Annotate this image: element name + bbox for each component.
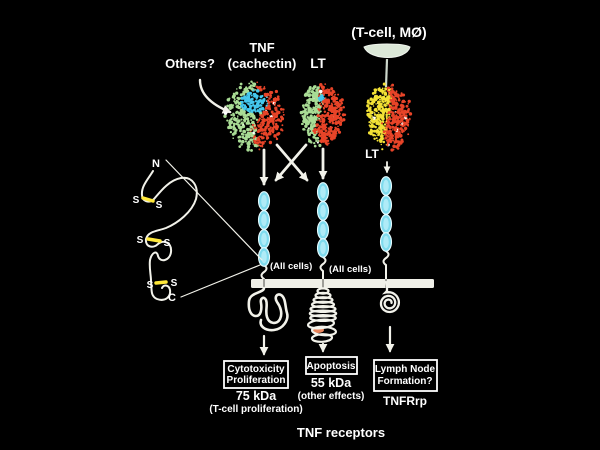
- s-label-2: S: [156, 200, 163, 211]
- zoom-callout-lines: [165, 159, 263, 298]
- receptor3-intracellular-spiral: [379, 280, 401, 314]
- cytotoxicity-box: [223, 360, 289, 389]
- tcell-mo-label: (T-cell, MØ): [351, 24, 426, 40]
- binding-arrows: [259, 143, 391, 186]
- outcome-2: Apoptosis 55 kDa (other effects): [298, 356, 365, 402]
- outcome3-line1: Lymph Node: [375, 364, 436, 375]
- receptor2-note: (other effects): [298, 391, 365, 402]
- lt-label: LT: [310, 56, 326, 71]
- secretion-funnel-icon: [363, 43, 411, 88]
- lt-membrane-protein-model: [366, 82, 413, 152]
- n-terminus-label: N: [152, 158, 160, 170]
- outcome3-line2: Formation?: [378, 376, 433, 387]
- c-terminus-label: C: [168, 292, 176, 304]
- tnf-protein-model: [223, 80, 285, 152]
- outcome1-line1: Cytotoxicity: [227, 364, 285, 375]
- receptor1-size-label: 75 kDa: [236, 389, 277, 403]
- receptor2-intracellular-coil: [306, 287, 338, 343]
- outcome2-line1: Apoptosis: [307, 361, 356, 372]
- s-label-3: S: [137, 235, 144, 246]
- outcome-arrows: [259, 325, 395, 356]
- diagram-caption: TNF receptors: [297, 425, 385, 440]
- receptor3-name-label: TNFRrp: [383, 394, 427, 408]
- receptor-domain-detail: N C S S S S S S: [133, 158, 198, 304]
- s-label-5: S: [147, 280, 154, 291]
- s-label-6: S: [171, 278, 178, 289]
- receptor1-intracellular-domain: [247, 286, 289, 332]
- disulfide-bonds: [141, 196, 168, 285]
- all-cells-label-1: (All cells): [270, 261, 312, 272]
- outcome-3: Lymph Node Formation? TNFRrp: [373, 359, 438, 408]
- outcome-1: Cytotoxicity Proliferation 75 kDa (T-cel…: [209, 360, 303, 415]
- receptor2-size-label: 55 kDa: [311, 376, 352, 390]
- s-label-1: S: [133, 195, 140, 206]
- receptor-chains: [257, 176, 393, 284]
- others-arrow: [198, 78, 232, 114]
- lt-protein-model: [299, 83, 347, 148]
- cachectin-label: (cachectin): [228, 56, 297, 71]
- tnf-label: TNF: [249, 40, 274, 55]
- all-cells-label-2: (All cells): [329, 264, 371, 275]
- others-label: Others?: [165, 56, 215, 71]
- outcome1-line2: Proliferation: [227, 375, 286, 386]
- ligand-labels: Others? TNF (cachectin) LT (T-cell, MØ): [165, 24, 427, 71]
- apoptosis-box: [305, 356, 358, 375]
- receptor1-note: (T-cell proliferation): [209, 404, 302, 415]
- s-label-4: S: [164, 238, 171, 249]
- lt-receptor3-label: LT: [365, 147, 379, 161]
- peptide-chain: [140, 170, 198, 301]
- lymph-node-box: [373, 359, 438, 392]
- plasma-membrane: [251, 279, 434, 288]
